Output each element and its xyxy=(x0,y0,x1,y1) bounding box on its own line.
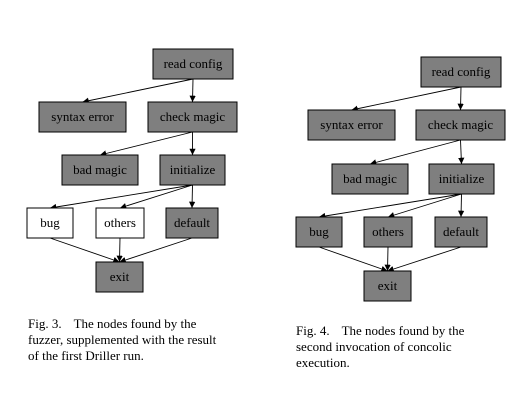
node-label: bad magic xyxy=(343,171,397,186)
fig3-node-initialize: initialize xyxy=(159,154,226,186)
node-box xyxy=(159,154,226,186)
fig3-node-others: others xyxy=(95,207,145,239)
figure-3-caption: Fig. 3.The nodes found by the fuzzer, su… xyxy=(28,316,228,364)
node-box xyxy=(95,261,144,293)
node-box xyxy=(307,109,396,141)
node-label: default xyxy=(443,224,479,239)
node-label: syntax error xyxy=(320,117,383,132)
node-label: check magic xyxy=(160,109,226,124)
fig3-node-bad-magic: bad magic xyxy=(61,154,139,186)
figure-3-caption-label: Fig. 3. xyxy=(28,316,62,331)
node-box xyxy=(147,101,238,133)
node-box xyxy=(428,163,495,195)
figure-3-panel: read config syntax error check magic bad ma… xyxy=(26,48,238,364)
fig3-edge-initialize-to-bug xyxy=(49,184,193,211)
fig3-node-read-config: read config xyxy=(152,48,234,80)
fig4-node-default: default xyxy=(434,216,488,248)
fig4-edge-check-magic-to-bad-magic xyxy=(369,139,461,166)
fig3-edge-bug-to-exit xyxy=(49,237,120,263)
node-box xyxy=(152,48,234,80)
fig4-edge-bug-to-exit xyxy=(318,246,388,272)
node-box xyxy=(363,216,413,248)
figure-4-diagram: read config syntax error check magic bad ma… xyxy=(295,56,506,302)
node-label: bad magic xyxy=(73,162,127,177)
fig3-node-bug: bug xyxy=(26,207,74,239)
node-label: others xyxy=(372,224,404,239)
node-box xyxy=(295,216,343,248)
fig3-node-syntax-error: syntax error xyxy=(38,101,127,133)
fig4-edge-check-magic-to-initialize xyxy=(458,139,465,165)
node-box xyxy=(420,56,502,88)
fig4-edge-initialize-to-others xyxy=(387,193,462,219)
fig4-node-syntax-error: syntax error xyxy=(307,109,396,141)
fig4-edge-default-to-exit xyxy=(387,246,462,273)
node-label: initialize xyxy=(439,171,485,186)
node-box xyxy=(415,109,506,141)
node-label: check magic xyxy=(428,117,494,132)
fig4-node-others: others xyxy=(363,216,413,248)
figure-4-caption-text: The nodes found by the second invocation… xyxy=(296,323,465,370)
fig4-edge-others-to-exit xyxy=(384,246,391,272)
node-label: default xyxy=(174,215,210,230)
fig4-node-bug: bug xyxy=(295,216,343,248)
node-box xyxy=(38,101,127,133)
fig4-edge-initialize-to-default xyxy=(457,193,465,218)
node-label: exit xyxy=(378,278,398,293)
node-box xyxy=(331,163,409,195)
node-box xyxy=(363,270,412,302)
fig4-edge-read-config-to-syntax-error xyxy=(351,86,462,112)
fig3-node-check-magic: check magic xyxy=(147,101,238,133)
fig3-edge-initialize-to-default xyxy=(188,184,196,209)
figure-4-caption: Fig. 4.The nodes found by the second inv… xyxy=(296,323,492,371)
fig3-node-exit: exit xyxy=(95,261,144,293)
node-label: bug xyxy=(309,224,329,239)
node-box xyxy=(165,207,219,239)
node-box xyxy=(61,154,139,186)
node-box xyxy=(434,216,488,248)
fig3-node-default: default xyxy=(165,207,219,239)
fig3-edge-check-magic-to-bad-magic xyxy=(99,131,193,157)
node-label: read config xyxy=(164,56,223,71)
fig4-node-check-magic: check magic xyxy=(415,109,506,141)
node-label: initialize xyxy=(170,162,216,177)
node-label: exit xyxy=(110,269,130,284)
figure-3-caption-text: The nodes found by the fuzzer, supplemen… xyxy=(28,316,217,363)
node-label: bug xyxy=(40,215,60,230)
node-label: others xyxy=(104,215,136,230)
figure-3-diagram: read config syntax error check magic bad ma… xyxy=(26,48,238,293)
fig4-node-bad-magic: bad magic xyxy=(331,163,409,195)
node-label: read config xyxy=(432,64,491,79)
fig4-node-initialize: initialize xyxy=(428,163,495,195)
figure-4-panel: read config syntax error check magic bad ma… xyxy=(260,0,507,401)
figure-4-caption-label: Fig. 4. xyxy=(296,323,330,338)
node-box xyxy=(26,207,74,239)
fig4-node-exit: exit xyxy=(363,270,412,302)
fig3-edge-initialize-to-others xyxy=(119,184,193,210)
fig4-edge-initialize-to-bug xyxy=(318,193,462,220)
fig3-edge-read-config-to-check-magic xyxy=(189,78,196,103)
fig3-edge-read-config-to-syntax-error xyxy=(82,78,194,104)
fig3-edge-others-to-exit xyxy=(116,237,123,263)
node-box xyxy=(95,207,145,239)
fig4-node-read-config: read config xyxy=(420,56,502,88)
node-label: syntax error xyxy=(51,109,114,124)
fig3-edge-default-to-exit xyxy=(119,237,193,264)
fig4-edge-read-config-to-check-magic xyxy=(457,86,464,111)
